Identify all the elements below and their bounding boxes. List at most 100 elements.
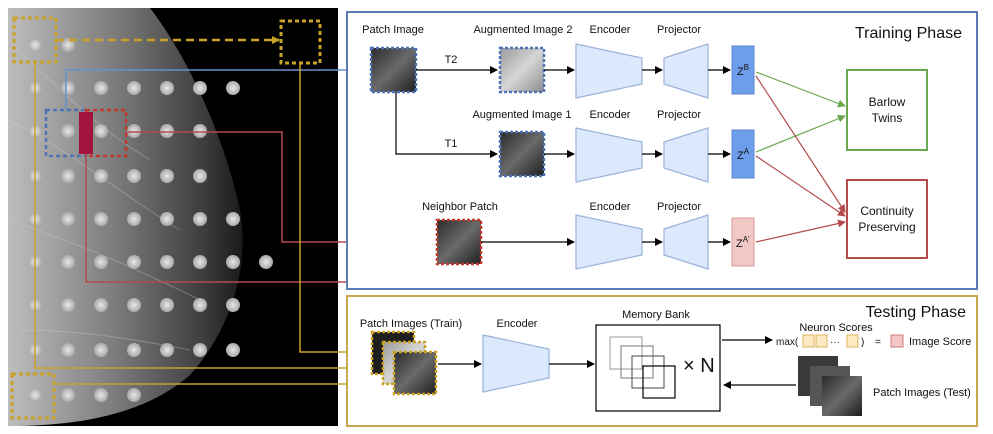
- sample-dot: [160, 212, 174, 226]
- sample-dot: [226, 298, 240, 312]
- sample-dot: [193, 212, 207, 226]
- continuity-preserving-box: [846, 179, 928, 259]
- test-patch-3: [822, 376, 862, 416]
- sample-dot: [226, 343, 240, 357]
- arrow-za-barlow: [755, 114, 846, 153]
- sample-dot: [94, 298, 108, 312]
- sample-dot: [160, 124, 174, 138]
- sample-dot: [61, 38, 75, 52]
- patch-image-label: Patch Image: [362, 24, 424, 36]
- sample-dot: [61, 212, 75, 226]
- projector-label-bottom: Projector: [657, 201, 701, 213]
- arrow-zaprime-continuity: [755, 219, 846, 243]
- max-suffix: ): [861, 337, 864, 348]
- arrow-zb-barlow: [755, 71, 846, 108]
- neuron-scores-label: Neuron Scores: [799, 322, 873, 334]
- sample-dot: [61, 388, 75, 402]
- barlow-twins-box: [846, 69, 928, 151]
- sample-dot: [193, 81, 207, 95]
- patch-image-thumbnail: [369, 46, 418, 94]
- t1-label: T1: [445, 138, 458, 150]
- sample-dot: [127, 255, 141, 269]
- sample-dot: [94, 169, 108, 183]
- neuron-score-n: [846, 334, 859, 348]
- image-score-label: Image Score: [909, 336, 971, 348]
- projector-shape-bottom: [663, 214, 709, 270]
- augmented-image-2-label: Augmented Image 2: [473, 24, 572, 36]
- sample-dot: [127, 388, 141, 402]
- sample-dot: [61, 298, 75, 312]
- memory-feature-2: [620, 345, 654, 379]
- max-prefix: max(: [776, 337, 799, 348]
- sample-dot: [94, 212, 108, 226]
- sample-dot: [28, 38, 42, 52]
- sample-dot: [127, 81, 141, 95]
- t2-label: T2: [445, 54, 458, 66]
- encoder-label-bottom: Encoder: [590, 201, 631, 213]
- continuity-preserving-label-2: Preserving: [858, 220, 915, 234]
- testing-phase-title: Testing Phase: [865, 304, 966, 321]
- projector-shape-mid: [663, 127, 709, 183]
- sample-dot: [160, 169, 174, 183]
- sample-dot: [94, 81, 108, 95]
- memory-feature-4: [642, 365, 676, 399]
- projector-shape-top: [663, 43, 709, 99]
- augmented-image-2-thumbnail: [498, 46, 546, 94]
- mammogram-crimson-region: [79, 112, 93, 154]
- neighbor-patch-thumbnail: [435, 218, 483, 266]
- memory-bank-label: Memory Bank: [622, 309, 690, 321]
- patch-images-test-label: Patch Images (Test): [873, 387, 971, 399]
- neuron-score-2: [815, 334, 828, 348]
- sample-dot: [61, 169, 75, 183]
- sample-dot: [127, 343, 141, 357]
- z-a-prime-embedding: [731, 217, 755, 267]
- memory-bank-box: [595, 324, 721, 412]
- neuron-score-ellipsis: ···: [830, 337, 840, 348]
- sample-dot: [226, 255, 240, 269]
- arrow-zb-continuity: [755, 75, 846, 213]
- sample-dot: [94, 255, 108, 269]
- z-b-embedding: [731, 45, 755, 95]
- equals-sign: =: [875, 337, 881, 348]
- sample-dot: [259, 255, 273, 269]
- sample-dot: [226, 81, 240, 95]
- t1-arrow: [395, 92, 498, 158]
- z-a-embedding: [731, 129, 755, 179]
- sample-dot: [61, 343, 75, 357]
- testing-encoder-shape: [482, 334, 550, 393]
- sample-dot: [61, 255, 75, 269]
- sample-dot: [94, 124, 108, 138]
- memory-feature-1: [609, 336, 643, 370]
- sample-dot: [127, 124, 141, 138]
- barlow-twins-label-1: Barlow: [869, 95, 906, 109]
- sample-dot: [160, 81, 174, 95]
- sample-dot: [160, 343, 174, 357]
- blue-connector-to-patch: [65, 66, 369, 110]
- augmented-image-1-thumbnail: [498, 130, 546, 178]
- gold-connector-2: [34, 62, 383, 372]
- sample-dot: [193, 298, 207, 312]
- encoder-label-top: Encoder: [590, 24, 631, 36]
- sample-dot: [28, 388, 42, 402]
- sample-dot: [94, 343, 108, 357]
- projector-label-mid: Projector: [657, 109, 701, 121]
- image-score-box: [890, 334, 904, 348]
- augmented-image-1-label: Augmented Image 1: [472, 109, 571, 121]
- projector-label-top: Projector: [657, 24, 701, 36]
- sample-dot: [127, 169, 141, 183]
- z-a-prime-label: ZA': [736, 235, 750, 250]
- patch-images-train-label: Patch Images (Train): [360, 318, 462, 330]
- z-a-label: ZA: [737, 147, 750, 162]
- mammogram-gold-patch-bottom: [10, 372, 56, 420]
- continuity-preserving-label-1: Continuity: [860, 204, 913, 218]
- training-phase-title: Training Phase: [855, 25, 962, 42]
- sample-dot: [193, 255, 207, 269]
- neighbor-patch-label: Neighbor Patch: [422, 201, 498, 213]
- sample-dot: [160, 255, 174, 269]
- mammogram-image: [7, 8, 338, 426]
- z-b-label: ZB: [737, 63, 749, 78]
- sample-dot: [61, 81, 75, 95]
- sample-dot: [61, 124, 75, 138]
- memory-bank-times-n: × N: [683, 355, 715, 377]
